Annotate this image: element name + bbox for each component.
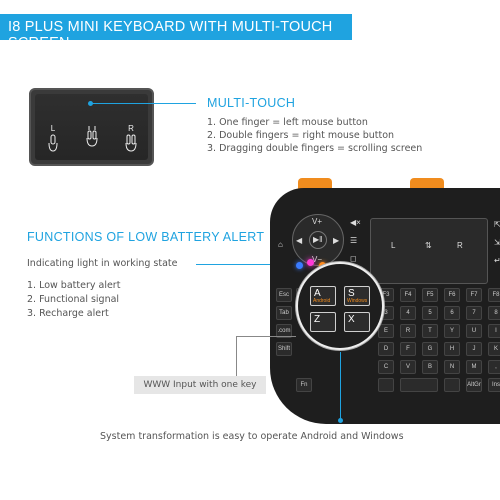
zoomed-keys-circle: A Android S Windows Z X [296, 262, 384, 350]
touch-right-icon: R [457, 241, 463, 250]
key: F6 [444, 288, 460, 302]
leader-line [90, 103, 196, 104]
key: K [488, 342, 500, 356]
key: 8 [488, 306, 500, 320]
battery-line-3: 3. Recharge alert [27, 308, 109, 319]
www-leader-line [236, 336, 237, 384]
led-pink [307, 259, 314, 266]
dpad-center [309, 231, 327, 249]
touch-middle-icon: ⇅ [425, 241, 432, 250]
key: B [422, 360, 438, 374]
indicator-leader-line [196, 264, 300, 265]
key: I [488, 324, 500, 338]
multi-touch-line-3: 3. Dragging double fingers = scrolling s… [207, 143, 423, 154]
keyboard-image: V+ V− ◀ ▶ ▶‖ ⌂ ◀× ☰ ◻ ⇱ ⇲ ↵ L ⇅ R Esc Ta… [270, 178, 500, 428]
footer-caption: System transformation is easy to operate… [100, 431, 404, 442]
gesture-middle [82, 124, 102, 147]
home-icon: ⌂ [278, 240, 283, 249]
title-banner: I8 PLUS MINI KEYBOARD WITH MULTI-TOUCH S… [0, 14, 352, 51]
key: Ins [488, 378, 500, 392]
mouse-icon: ◻ [350, 254, 357, 263]
key: F [400, 342, 416, 356]
key [444, 378, 460, 392]
key: U [466, 324, 482, 338]
key: H [444, 342, 460, 356]
gesture-left: L [43, 124, 63, 152]
key: , [488, 360, 500, 374]
www-leader-line [236, 336, 296, 337]
key: 6 [444, 306, 460, 320]
gesture-label: L [50, 124, 56, 133]
key: J [466, 342, 482, 356]
key: M [466, 360, 482, 374]
prev-icon: ◀ [296, 236, 303, 245]
leader-dot [88, 101, 93, 106]
next-icon: ▶ [333, 236, 340, 245]
menu-icon: ☰ [350, 236, 358, 245]
key: T [422, 324, 438, 338]
key: C [378, 360, 394, 374]
key: N [444, 360, 460, 374]
key: R [400, 324, 416, 338]
key [400, 378, 438, 392]
page-title: I8 PLUS MINI KEYBOARD WITH MULTI-TOUCH S… [8, 19, 333, 51]
zoom-key-a: A Android [310, 286, 336, 306]
side-icon: ⇲ [494, 238, 500, 247]
key: F7 [466, 288, 482, 302]
key: Y [444, 324, 460, 338]
key: E [378, 324, 394, 338]
battery-line-2: 2. Functional signal [27, 294, 120, 305]
key: AltGr [466, 378, 482, 392]
side-icon: ↵ [494, 256, 500, 265]
side-icon: ⇱ [494, 220, 500, 229]
battery-line-1: 1. Low battery alert [27, 280, 121, 291]
two-finger-icon [86, 126, 98, 147]
zoom-key-s: S Windows [344, 286, 370, 306]
key: F4 [400, 288, 416, 302]
touch-left-icon: L [391, 241, 396, 250]
key: F8 [488, 288, 500, 302]
led-blue [296, 262, 303, 269]
touchpad-illustration: L R [29, 88, 154, 166]
multi-touch-line-2: 2. Double fingers = right mouse button [207, 130, 395, 141]
footer-leader-dot [338, 418, 343, 423]
key: Tab [276, 306, 292, 320]
indicator-text: Indicating light in working state [27, 258, 178, 269]
key: D [378, 342, 394, 356]
key: F5 [422, 288, 438, 302]
key: .com [276, 324, 292, 338]
play-pause-icon: ▶‖ [313, 235, 323, 244]
keyboard-body: V+ V− ◀ ▶ ▶‖ ⌂ ◀× ☰ ◻ ⇱ ⇲ ↵ L ⇅ R Esc Ta… [270, 188, 500, 424]
key: 4 [400, 306, 416, 320]
two-finger-scroll-icon [125, 134, 137, 152]
low-battery-title: FUNCTIONS OF LOW BATTERY ALERT [27, 230, 265, 244]
mute-icon: ◀× [350, 218, 361, 227]
key: V [400, 360, 416, 374]
www-label: WWW Input with one key [134, 376, 266, 394]
multi-touch-line-1: 1. One finger = left mouse button [207, 117, 368, 128]
key: Shift [276, 342, 292, 356]
keyboard-touchpad: L ⇅ R [370, 218, 488, 284]
key [378, 378, 394, 392]
key: G [422, 342, 438, 356]
footer-leader-line [340, 352, 341, 420]
volume-up-icon: V+ [312, 217, 323, 226]
multi-touch-title: MULTI-TOUCH [207, 96, 296, 110]
key: 7 [466, 306, 482, 320]
one-finger-icon [48, 134, 58, 152]
gesture-label: R [128, 124, 134, 133]
key: Fn [296, 378, 312, 392]
volume-down-icon: V− [312, 255, 323, 264]
dpad: V+ V− ◀ ▶ ▶‖ [292, 214, 344, 266]
zoom-key-z: Z [310, 312, 336, 332]
gesture-right: R [121, 124, 141, 152]
zoom-key-x: X [344, 312, 370, 332]
key: 5 [422, 306, 438, 320]
key: Esc [276, 288, 292, 302]
